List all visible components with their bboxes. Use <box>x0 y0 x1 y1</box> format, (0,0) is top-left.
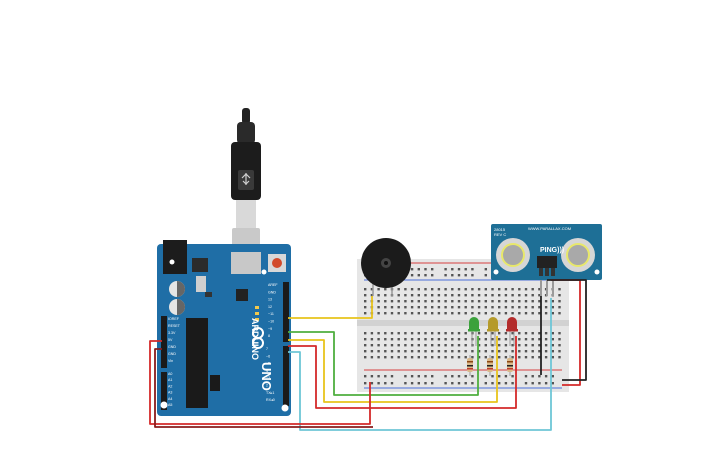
power-pin-labels: IOREF RESET 3.3V 5V GND GND Vin <box>168 317 181 363</box>
wire-cyan-sensor[interactable] <box>288 298 552 431</box>
sensor-rev: REV C <box>494 232 506 237</box>
pin-label: 12 <box>268 305 272 309</box>
pin-label: ~3 <box>266 376 270 380</box>
led-group <box>468 317 518 346</box>
led[interactable] <box>487 317 499 346</box>
atmega-chip <box>186 318 208 408</box>
resistor[interactable] <box>507 355 513 376</box>
wire-yellow-led[interactable] <box>288 336 498 403</box>
wire-red-5v[interactable] <box>149 340 371 425</box>
pin-label: A1 <box>168 378 172 382</box>
pin-label: GND <box>168 352 176 356</box>
icsp-header <box>210 375 220 391</box>
pin-label: A4 <box>168 397 172 401</box>
power-header <box>161 316 167 368</box>
ping-ultrasonic-sensor[interactable]: WWW.PARALLAX.COM 28015 REV C PING))) <box>491 224 602 296</box>
sensor-url: WWW.PARALLAX.COM <box>528 226 571 231</box>
sensor-name: PING))) <box>540 247 564 254</box>
resistor[interactable] <box>487 355 493 376</box>
pin-label: RX◂0 <box>266 398 275 402</box>
pin-label: AREF <box>268 283 278 287</box>
pin-label: ~5 <box>266 362 270 366</box>
arduino-logo-icon <box>252 327 264 349</box>
pin-label: 2 <box>266 384 268 388</box>
piezo-buzzer[interactable] <box>361 238 411 296</box>
pin-label: A5 <box>168 403 172 407</box>
pin-label: ~9 <box>268 327 272 331</box>
wire-red-led[interactable] <box>288 336 517 409</box>
pin-label: 4 <box>266 369 268 373</box>
pin-label: 8 <box>268 334 270 338</box>
pin-label: ~6 <box>266 354 270 358</box>
led[interactable] <box>468 317 480 346</box>
pin-label: A3 <box>168 391 172 395</box>
pin-label: Vin <box>168 359 173 363</box>
wire-darkred-gnd[interactable] <box>154 348 373 428</box>
pin-label: ~10 <box>268 320 274 324</box>
resistor[interactable] <box>467 355 473 376</box>
pin-label: 13 <box>268 298 272 302</box>
pin-label: 7 <box>266 347 268 351</box>
pin-label: IOREF <box>168 317 180 321</box>
analog-header <box>161 372 167 410</box>
pin-label: RESET <box>168 324 181 328</box>
pin-label: GND <box>268 290 276 294</box>
pin-label: TX▸1 <box>266 391 274 395</box>
digital-header-bottom <box>283 346 289 406</box>
wire-black-sensor-gnd2[interactable] <box>547 279 587 381</box>
resistor-group <box>467 355 513 376</box>
wire-green-led[interactable] <box>288 331 479 396</box>
digital-header-bottom-labels: 7 ~6 ~5 4 ~3 2TX▸1RX◂0 <box>266 347 275 402</box>
digital-header-top-labels: AREF GND 13 12 ~11 ~10 ~9 8 <box>268 283 278 338</box>
led[interactable] <box>506 317 518 346</box>
board-model: UNO <box>259 362 274 391</box>
pin-label: 5V <box>168 338 173 342</box>
breadboard-holes <box>364 268 561 385</box>
wires <box>149 279 587 431</box>
wire-yellow-buzzer[interactable] <box>288 296 373 319</box>
digital-header-top <box>283 282 289 342</box>
usb-socket <box>231 252 261 274</box>
pin-label: A0 <box>168 372 172 376</box>
power-jack <box>163 240 187 274</box>
sensor-part: 28015 <box>494 227 506 232</box>
pin-label: GND <box>168 345 176 349</box>
pin-label: A2 <box>168 384 172 388</box>
pin-label: ~11 <box>268 312 274 316</box>
pin-label: 3.3V <box>168 331 176 335</box>
